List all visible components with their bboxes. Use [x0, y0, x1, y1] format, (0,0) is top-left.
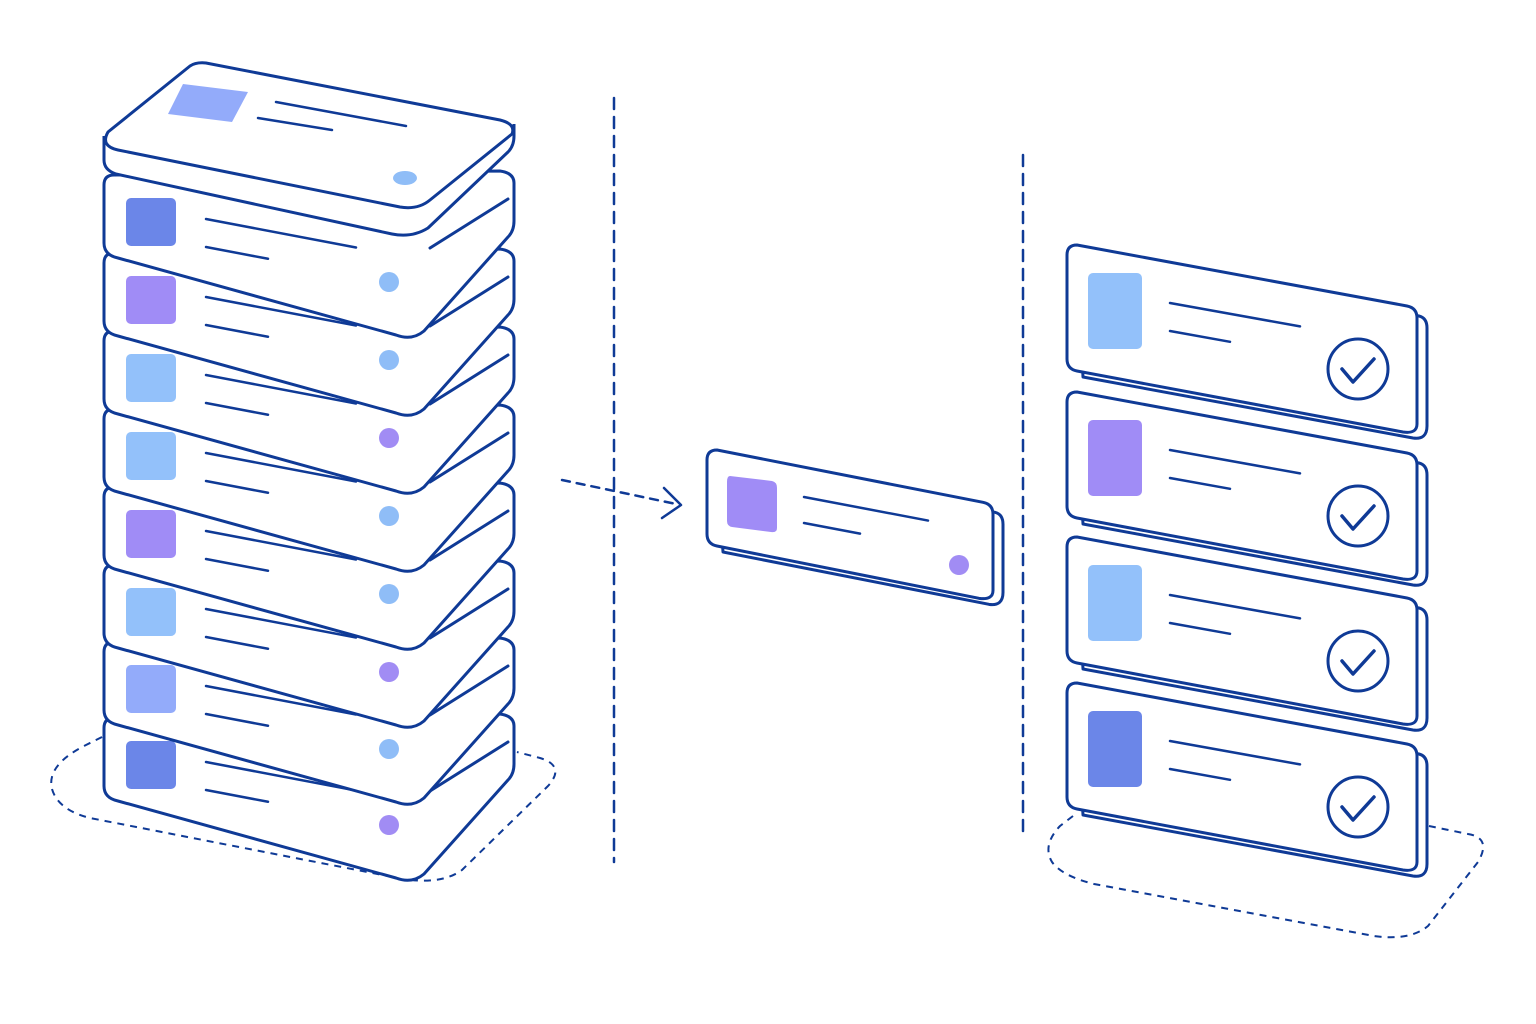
text-line-long	[1168, 593, 1302, 620]
text-line-long	[204, 217, 358, 249]
stack-card-edge	[428, 275, 510, 328]
text-line-long	[204, 607, 358, 639]
stack-card-dot	[379, 350, 399, 370]
stack-card-edge	[428, 197, 510, 250]
stack-card-dot	[379, 428, 399, 448]
check-mark-icon	[1340, 795, 1376, 822]
text-line-short	[204, 712, 270, 728]
stack-card-swatch	[126, 198, 176, 246]
done-card	[1065, 681, 1429, 878]
stack-card-edge	[428, 353, 510, 406]
stack-card-edge	[428, 740, 510, 793]
stack-card-dot	[379, 815, 399, 835]
stack-card-edge	[428, 509, 510, 562]
stack-card-edge	[428, 664, 510, 717]
dashed-base-outlines	[50, 736, 1485, 939]
check-mark-icon	[1340, 357, 1376, 384]
text-line-short	[204, 401, 270, 417]
stack-card-swatch	[126, 432, 176, 480]
check-mark-icon	[1340, 504, 1376, 531]
text-line-short	[204, 479, 270, 495]
stack-top-card-swatch	[168, 84, 248, 122]
stack-card-dot	[379, 272, 399, 292]
done-card-swatch	[1088, 273, 1142, 349]
done-card-swatch	[1088, 711, 1142, 787]
stack-card-swatch	[126, 741, 176, 789]
text-line-long	[1168, 448, 1302, 475]
text-line-long	[204, 529, 358, 561]
dashed-dividers	[612, 96, 1025, 864]
done-card	[1065, 243, 1429, 440]
text-line-short	[204, 635, 270, 651]
arrow-right-icon	[660, 486, 683, 520]
text-line-long	[802, 495, 930, 522]
text-line-long	[204, 295, 358, 327]
text-line-long	[1168, 301, 1302, 328]
done-card	[1065, 390, 1429, 587]
stack-card-dot	[379, 584, 399, 604]
done-card-face	[1065, 243, 1419, 434]
moving-card-face	[705, 448, 995, 601]
stack-card-swatch	[126, 276, 176, 324]
text-line-long	[274, 100, 408, 128]
done-card	[1065, 535, 1429, 732]
done-card-face	[1065, 390, 1419, 581]
stack-card-swatch	[126, 665, 176, 713]
check-circle-icon	[1326, 775, 1390, 839]
text-line-short	[204, 245, 270, 261]
check-circle-icon	[1326, 337, 1390, 401]
done-card-swatch	[1088, 420, 1142, 496]
card-stack	[102, 61, 516, 882]
text-line-short	[1168, 329, 1232, 344]
text-line-short	[204, 557, 270, 573]
check-circle-icon	[1326, 629, 1390, 693]
text-line-long	[204, 760, 358, 792]
text-line-long	[1168, 739, 1302, 766]
check-mark-icon	[1340, 649, 1376, 676]
done-base-outline	[1047, 815, 1485, 939]
text-line-short	[256, 116, 334, 132]
text-line-long	[204, 373, 358, 405]
text-line-short	[802, 521, 862, 535]
stack-card-edge	[428, 587, 510, 640]
done-card-face	[1065, 681, 1419, 872]
stack-card-edge	[428, 431, 510, 484]
stack-top-card-dot	[393, 171, 417, 185]
stack-top-card	[102, 61, 516, 237]
text-line-short	[204, 788, 270, 804]
completed-card-list	[1065, 243, 1429, 878]
stack-card-dot	[379, 739, 399, 759]
done-card-face	[1065, 535, 1419, 726]
moving-card-dot	[949, 555, 969, 575]
text-line-short	[1168, 476, 1232, 491]
text-line-short	[1168, 621, 1232, 636]
stack-card-dot	[379, 506, 399, 526]
arrow-shaft	[560, 478, 678, 506]
text-line-short	[1168, 767, 1232, 782]
stack-card-swatch	[126, 588, 176, 636]
moving-card-group	[705, 448, 1005, 607]
moving-card-swatch	[727, 476, 777, 533]
stack-card-swatch	[126, 354, 176, 402]
text-line-long	[204, 684, 358, 716]
stack-base-outline	[50, 736, 557, 882]
text-line-long	[204, 451, 358, 483]
transfer-arrow	[560, 478, 683, 520]
moving-card	[705, 448, 1005, 607]
stack-card-swatch	[126, 510, 176, 558]
done-card-swatch	[1088, 565, 1142, 641]
text-line-short	[204, 323, 270, 339]
check-circle-icon	[1326, 484, 1390, 548]
stack-card-dot	[379, 662, 399, 682]
